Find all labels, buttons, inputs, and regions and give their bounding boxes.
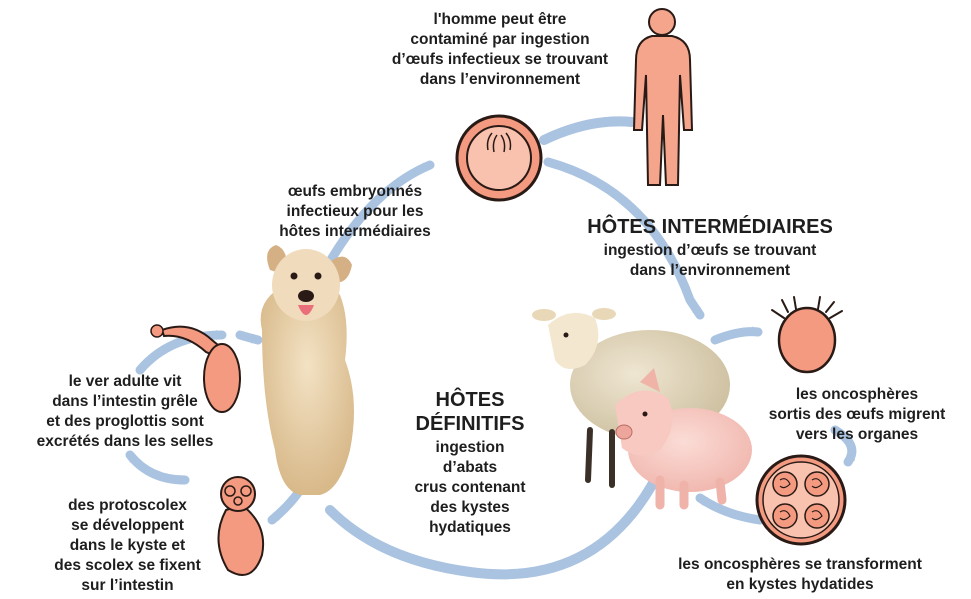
arrow-protoscolex-to-adult bbox=[130, 455, 185, 480]
definitive-line-1: ingestion bbox=[400, 438, 540, 458]
definitive-line-2: d’abats bbox=[400, 458, 540, 478]
human-line-4: dans l’environnement bbox=[385, 70, 615, 90]
worm-line-3: et des proglottis sont bbox=[20, 412, 230, 432]
intermediate-line-2: dans l’environnement bbox=[560, 261, 860, 281]
protoscolex-line-2: se développent bbox=[40, 516, 215, 536]
oncospheres-line-2: sortis des œufs migrent bbox=[752, 405, 962, 425]
arrow-worm-to-dog bbox=[240, 335, 258, 340]
protoscolex-label: des protoscolex se développent dans le k… bbox=[40, 496, 215, 596]
intermediate-hosts-title: HÔTES INTERMÉDIAIRES bbox=[560, 215, 860, 239]
protoscolex-line-4: des scolex se fixent bbox=[40, 556, 215, 576]
eggs-line-3: hôtes intermédiaires bbox=[255, 222, 455, 242]
definitive-hosts-section: HÔTES DÉFINITIFS ingestion d’abats crus … bbox=[400, 388, 540, 538]
protoscolex-icon bbox=[218, 477, 263, 575]
definitive-line-5: hydatiques bbox=[400, 518, 540, 538]
hydatid-cyst-icon bbox=[757, 456, 845, 544]
worm-line-2: dans l’intestin grêle bbox=[20, 392, 230, 412]
human-line-1: l'homme peut être bbox=[385, 10, 615, 30]
arrow-to-oncosphere bbox=[715, 332, 758, 340]
definitive-line-3: crus contenant bbox=[400, 478, 540, 498]
hydatid-cysts-label: les oncosphères se transforment en kyste… bbox=[650, 555, 950, 595]
oncospheres-line-3: vers les organes bbox=[752, 425, 962, 445]
human-contamination-label: l'homme peut être contaminé par ingestio… bbox=[385, 10, 615, 90]
adult-worm-label: le ver adulte vit dans l’intestin grêle … bbox=[20, 372, 230, 452]
worm-line-4: excrétés dans les selles bbox=[20, 432, 230, 452]
dog-icon bbox=[261, 245, 354, 495]
definitive-hosts-desc: ingestion d’abats crus contenant des kys… bbox=[400, 438, 540, 538]
embryonated-eggs-label: œufs embryonnés infectieux pour les hôte… bbox=[255, 182, 455, 242]
eggs-line-1: œufs embryonnés bbox=[255, 182, 455, 202]
intermediate-line-1: ingestion d’œufs se trouvant bbox=[560, 241, 860, 261]
cysts-line-2: en kystes hydatides bbox=[650, 575, 950, 595]
oncosphere-icon bbox=[772, 297, 842, 372]
egg-icon bbox=[457, 116, 541, 200]
intermediate-hosts-section: HÔTES INTERMÉDIAIRES ingestion d’œufs se… bbox=[560, 215, 860, 281]
eggs-line-2: infectieux pour les bbox=[255, 202, 455, 222]
worm-line-1: le ver adulte vit bbox=[20, 372, 230, 392]
protoscolex-line-1: des protoscolex bbox=[40, 496, 215, 516]
human-silhouette-icon bbox=[634, 9, 692, 185]
arrow-cyst-to-label bbox=[700, 498, 760, 520]
arrow-egg-to-human bbox=[544, 121, 632, 140]
human-line-3: d’œufs infectieux se trouvant bbox=[385, 50, 615, 70]
definitive-line-4: des kystes bbox=[400, 498, 540, 518]
arrow-dog-to-protoscolex bbox=[272, 490, 300, 520]
definitive-hosts-title-2: DÉFINITIFS bbox=[400, 412, 540, 436]
oncospheres-line-1: les oncosphères bbox=[752, 385, 962, 405]
definitive-hosts-title-1: HÔTES bbox=[400, 388, 540, 412]
intermediate-hosts-desc: ingestion d’œufs se trouvant dans l’envi… bbox=[560, 241, 860, 281]
human-line-2: contaminé par ingestion bbox=[385, 30, 615, 50]
protoscolex-line-3: dans le kyste et bbox=[40, 536, 215, 556]
protoscolex-line-5: sur l’intestin bbox=[40, 576, 215, 596]
oncospheres-migrate-label: les oncosphères sortis des œufs migrent … bbox=[752, 385, 962, 445]
cysts-line-1: les oncosphères se transforment bbox=[650, 555, 950, 575]
